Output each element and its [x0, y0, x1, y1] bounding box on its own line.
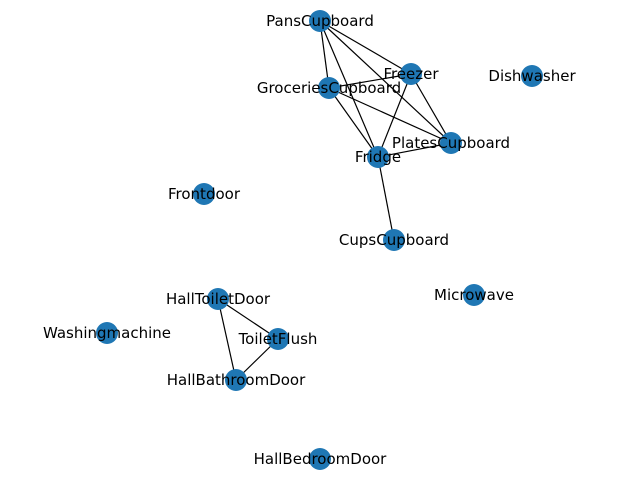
edge-pans-cupboard-plates-cupboard	[319, 20, 452, 144]
node-label-plates-cupboard: PlatesCupboard	[392, 134, 510, 152]
node-hall-bedroom-door	[309, 448, 331, 470]
edge-hall-toilet-door-hall-bathroom-door	[217, 298, 237, 381]
node-toilet-flush	[267, 328, 289, 350]
edge-fridge-cups-cupboard	[377, 156, 395, 241]
edge-groceries-cupboard-plates-cupboard	[328, 87, 452, 144]
node-label-hall-bedroom-door: HallBedroomDoor	[254, 450, 388, 468]
edge-freezer-plates-cupboard	[410, 73, 452, 144]
edge-pans-cupboard-freezer	[319, 20, 412, 75]
node-pans-cupboard	[309, 10, 331, 32]
node-label-freezer: Freezer	[383, 65, 439, 83]
node-label-washingmachine: Washingmachine	[43, 324, 171, 342]
node-label-cups-cupboard: CupsCupboard	[339, 231, 449, 249]
node-fridge	[367, 146, 389, 168]
node-label-hall-bathroom-door: HallBathroomDoor	[167, 371, 306, 389]
node-groceries-cupboard	[318, 77, 340, 99]
node-dishwasher	[521, 65, 543, 87]
node-cups-cupboard	[383, 229, 405, 251]
node-label-pans-cupboard: PansCupboard	[266, 12, 374, 30]
node-label-toilet-flush: ToiletFlush	[238, 330, 318, 348]
node-label-fridge: Fridge	[355, 148, 401, 166]
edge-pans-cupboard-fridge	[319, 20, 379, 158]
node-hall-toilet-door	[207, 288, 229, 310]
edge-groceries-cupboard-fridge	[328, 87, 379, 158]
node-frontdoor	[193, 183, 215, 205]
edge-hall-toilet-door-toilet-flush	[217, 298, 279, 340]
edge-groceries-cupboard-freezer	[328, 73, 412, 89]
node-label-groceries-cupboard: GroceriesCupboard	[257, 79, 401, 97]
node-washingmachine	[96, 322, 118, 344]
node-label-frontdoor: Frontdoor	[168, 185, 241, 203]
edge-pans-cupboard-groceries-cupboard	[319, 20, 330, 89]
node-label-hall-toilet-door: HallToiletDoor	[166, 290, 271, 308]
node-hall-bathroom-door	[225, 369, 247, 391]
node-layer	[96, 10, 543, 470]
node-freezer	[400, 63, 422, 85]
node-label-dishwasher: Dishwasher	[488, 67, 576, 85]
node-microwave	[463, 284, 485, 306]
edge-fridge-plates-cupboard	[377, 142, 452, 158]
node-label-microwave: Microwave	[434, 286, 514, 304]
edge-freezer-fridge	[377, 73, 412, 158]
node-plates-cupboard	[440, 132, 462, 154]
